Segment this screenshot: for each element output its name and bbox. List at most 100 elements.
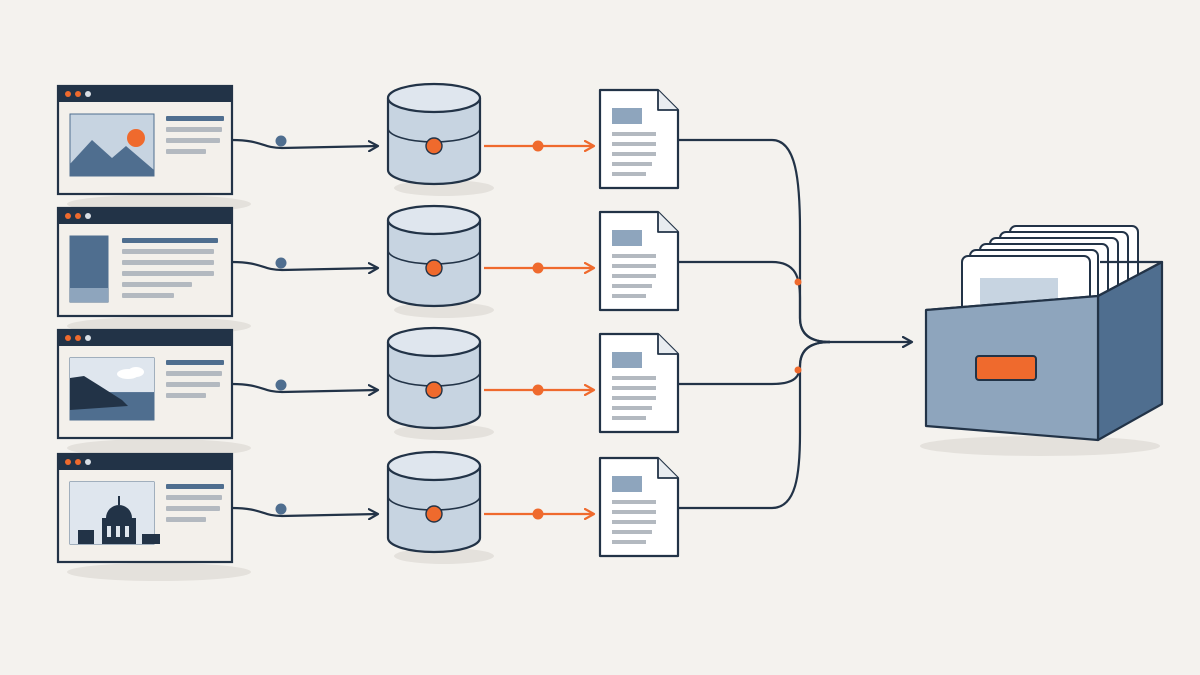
connector-node bbox=[275, 135, 287, 147]
window-dot-icon bbox=[75, 91, 81, 97]
document-text-line bbox=[612, 132, 656, 136]
window-dot-icon bbox=[85, 459, 91, 465]
document-text-line bbox=[612, 294, 646, 298]
document-fold bbox=[657, 212, 678, 233]
text-line bbox=[166, 138, 220, 143]
title-bar bbox=[58, 208, 232, 224]
shadow bbox=[67, 439, 251, 457]
arrow-right-icon bbox=[231, 506, 378, 516]
sun-icon bbox=[127, 129, 145, 147]
text-line bbox=[166, 495, 222, 500]
document-text-line bbox=[612, 264, 656, 268]
image-caption-bar bbox=[70, 288, 108, 302]
window-slot bbox=[107, 526, 111, 537]
document-fold bbox=[657, 334, 678, 355]
window-dot-icon bbox=[85, 91, 91, 97]
data-dot-icon bbox=[425, 381, 443, 399]
connector-node bbox=[532, 508, 544, 520]
window-dot-icon bbox=[85, 213, 91, 219]
merge-marker bbox=[794, 366, 802, 374]
pipeline-row bbox=[56, 450, 680, 581]
pipeline-row bbox=[56, 204, 680, 335]
pipeline-row bbox=[56, 82, 680, 213]
merge-line bbox=[678, 138, 831, 344]
document-text-line bbox=[612, 376, 656, 380]
connector-node bbox=[275, 257, 287, 269]
arrow-right-icon bbox=[231, 382, 378, 392]
text-line bbox=[166, 517, 206, 522]
document-text-line bbox=[612, 284, 652, 288]
window-slot bbox=[116, 526, 120, 537]
merge-line bbox=[678, 340, 831, 510]
cliff-icon bbox=[70, 376, 128, 410]
cloud-icon bbox=[128, 367, 144, 377]
document-text-line bbox=[612, 172, 646, 176]
document-text-line bbox=[612, 152, 656, 156]
document-text-line bbox=[612, 162, 652, 166]
text-line bbox=[166, 484, 224, 489]
document-fold bbox=[657, 458, 678, 479]
window-dot-icon bbox=[85, 335, 91, 341]
document-fold bbox=[657, 90, 678, 111]
document-text-line bbox=[612, 510, 656, 514]
database-lid bbox=[386, 82, 482, 114]
text-line bbox=[122, 249, 214, 254]
text-line bbox=[166, 127, 222, 132]
dome-icon bbox=[106, 505, 132, 518]
merge-line bbox=[678, 260, 831, 344]
document-text-line bbox=[612, 500, 656, 504]
document-text-line bbox=[612, 520, 656, 524]
pipeline-row bbox=[56, 326, 680, 457]
text-line bbox=[166, 371, 222, 376]
connector-node bbox=[532, 384, 544, 396]
text-line bbox=[166, 382, 220, 387]
data-dot-icon bbox=[425, 259, 443, 277]
document-image bbox=[612, 476, 642, 492]
title-bar bbox=[58, 330, 232, 346]
text-line bbox=[166, 360, 224, 365]
document-text-line bbox=[612, 254, 656, 258]
title-bar bbox=[58, 454, 232, 470]
database-lid bbox=[386, 326, 482, 358]
arrow-right-icon bbox=[231, 138, 378, 148]
text-line bbox=[122, 282, 192, 287]
text-line bbox=[166, 116, 224, 121]
box-handle bbox=[975, 355, 1037, 381]
window-dot-icon bbox=[75, 459, 81, 465]
title-bar bbox=[58, 86, 232, 102]
window-dot-icon bbox=[65, 459, 71, 465]
database-lid bbox=[386, 450, 482, 482]
document-image bbox=[612, 230, 642, 246]
window-dot-icon bbox=[65, 213, 71, 219]
document-text-line bbox=[612, 540, 646, 544]
document-text-line bbox=[612, 274, 656, 278]
document-image bbox=[612, 352, 642, 368]
merge-marker bbox=[794, 278, 802, 286]
shadow bbox=[67, 563, 251, 581]
document-text-line bbox=[612, 416, 646, 420]
connector-node bbox=[275, 379, 287, 391]
text-line bbox=[122, 238, 218, 243]
connector-node bbox=[532, 262, 544, 274]
database-lid bbox=[386, 204, 482, 236]
document-text-line bbox=[612, 406, 652, 410]
building-icon bbox=[142, 534, 160, 544]
connector-node bbox=[532, 140, 544, 152]
shadow bbox=[920, 436, 1160, 456]
document-text-line bbox=[612, 142, 656, 146]
text-line bbox=[122, 293, 174, 298]
merge-connectors bbox=[678, 138, 912, 510]
building-icon bbox=[78, 530, 94, 544]
document-text-line bbox=[612, 396, 656, 400]
document-text-line bbox=[612, 530, 652, 534]
text-line bbox=[166, 506, 220, 511]
window-dot-icon bbox=[75, 335, 81, 341]
file-box-icon bbox=[920, 225, 1164, 456]
text-line bbox=[166, 393, 206, 398]
window-dot-icon bbox=[75, 213, 81, 219]
text-line bbox=[122, 271, 214, 276]
data-dot-icon bbox=[425, 505, 443, 523]
document-image bbox=[612, 108, 642, 124]
window-dot-icon bbox=[65, 335, 71, 341]
